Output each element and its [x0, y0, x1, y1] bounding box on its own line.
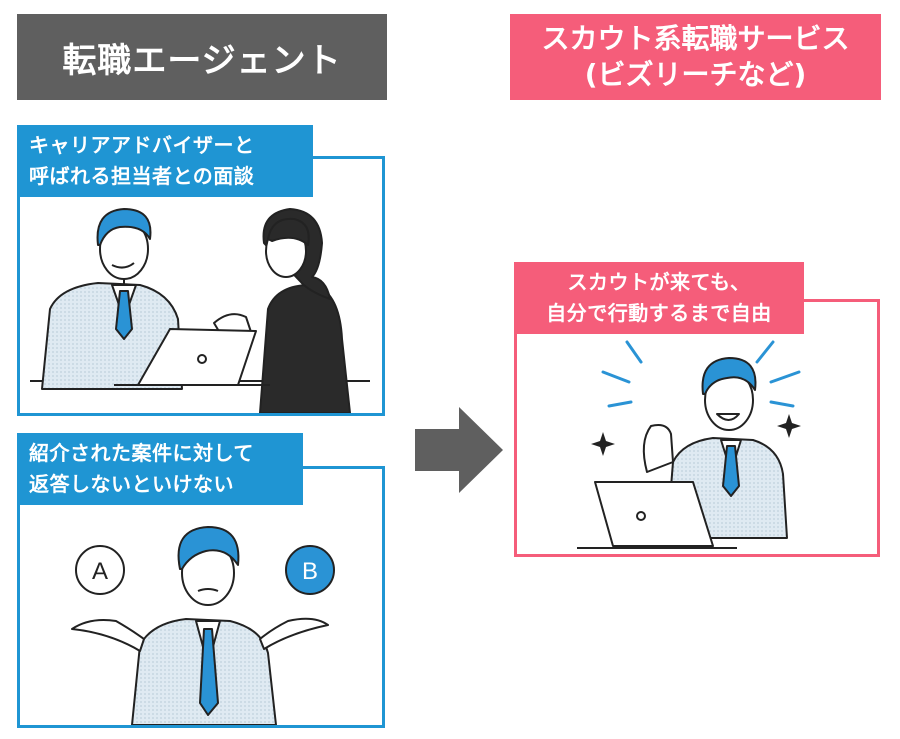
freedom-illustration: [577, 340, 801, 549]
laptop-icon: [114, 328, 270, 386]
option-b-icon: [285, 545, 335, 595]
advisor-man: [41, 208, 183, 390]
laptop-icon: [577, 481, 737, 549]
reply-panel: A B 紹介された案件に対して 返答しないといけない: [17, 433, 385, 728]
meeting-label: キャリアアドバイザーと 呼ばれる担当者との面談: [17, 125, 313, 197]
option-a-text: A: [92, 558, 108, 585]
confused-man: [71, 526, 329, 725]
agent-header-title: 転職エージェント: [62, 40, 342, 81]
freedom-label: スカウトが来ても、 自分で行動するまで自由: [514, 262, 804, 334]
sparkle-icon: [591, 432, 615, 456]
scout-header: スカウト系転職サービス (ビズリーチなど): [510, 14, 881, 100]
right-arrow-icon: [415, 407, 503, 493]
agent-header: 転職エージェント: [17, 14, 387, 100]
scout-header-subtitle: (ビズリーチなど): [584, 58, 807, 91]
scout-header-title: スカウト系転職サービス: [541, 22, 850, 55]
reply-illustration: A B: [71, 526, 335, 725]
option-a-icon: [75, 545, 125, 595]
freedom-panel: スカウトが来ても、 自分で行動するまで自由: [514, 262, 880, 557]
client-woman: [213, 208, 351, 413]
meeting-panel: キャリアアドバイザーと 呼ばれる担当者との面談: [17, 125, 385, 416]
excitement-lines: [601, 340, 801, 408]
sparkle-icon: [777, 414, 801, 438]
option-b-text: B: [302, 558, 318, 585]
reply-label: 紹介された案件に対して 返答しないといけない: [17, 433, 303, 505]
meeting-illustration: [30, 208, 370, 413]
